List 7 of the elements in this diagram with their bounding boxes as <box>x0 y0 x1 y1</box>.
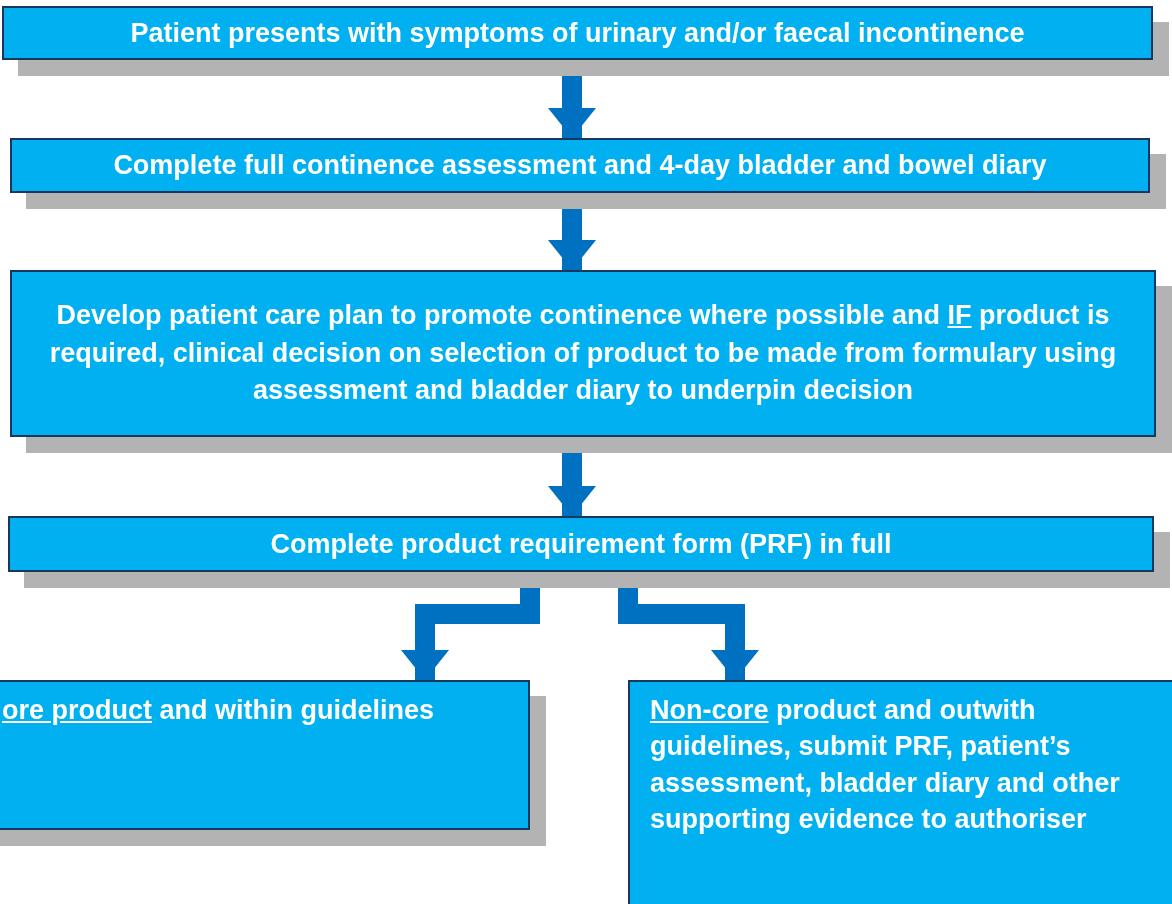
step-text: ore product and within guidelines <box>2 694 436 727</box>
step-text: Complete product requirement form (PRF) in full <box>269 527 893 561</box>
step-text: Complete full continence assessment and 4-day bladder and bowel diary <box>112 149 1048 182</box>
step-text: Develop patient care plan to promote continence where possible and IF product is required, clinical decision on selection of product to be made from formulary using assessment and bladder diary to underpin decision <box>48 298 1118 408</box>
process-box <box>628 680 1172 904</box>
step-text: Non-core product and outwith guidelines, submit PRF, patient’s assessment, bladder diary and other supporting evidence to authoriser <box>650 694 1121 837</box>
step-text: Patient presents with symptoms of urinary and/or faecal incontinence <box>129 16 1026 50</box>
